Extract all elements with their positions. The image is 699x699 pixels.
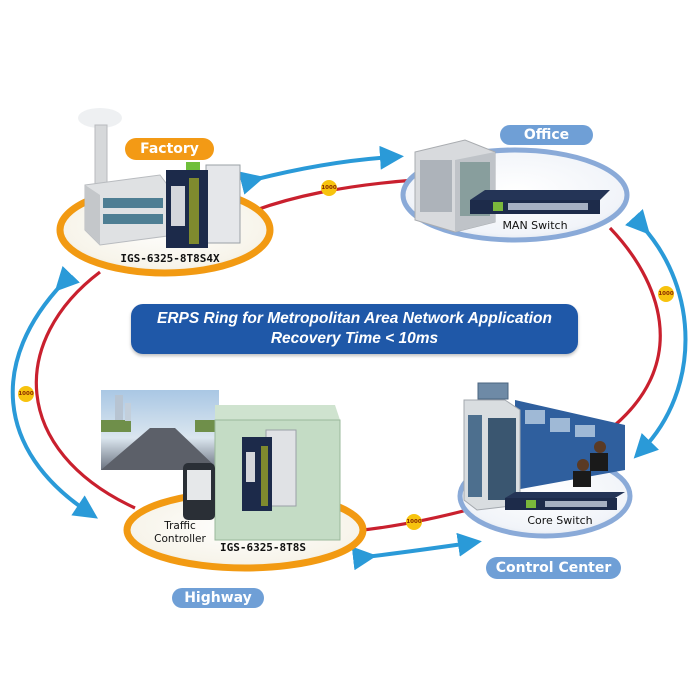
skyscraper-icon bbox=[463, 382, 521, 511]
site-label-highway: Highway bbox=[172, 588, 264, 608]
link-speed-badge-top: 1000 bbox=[321, 180, 337, 196]
arrow-left bbox=[10, 266, 98, 519]
device-label-factory: IGS-6325-8T8S4X bbox=[120, 252, 220, 265]
arrow-top bbox=[238, 145, 404, 195]
office-site bbox=[400, 139, 630, 243]
factory-site bbox=[56, 108, 274, 277]
igs-switch-icon bbox=[242, 429, 297, 511]
redundancy-arrows bbox=[10, 145, 688, 571]
link-speed-badge-bottom: 1000 bbox=[406, 514, 422, 530]
chimney bbox=[94, 124, 108, 186]
traffic-controller-label: Traffic Controller bbox=[145, 520, 215, 546]
control-center-site bbox=[457, 382, 633, 539]
site-label-factory: Factory bbox=[125, 138, 214, 160]
igs-switch-icon bbox=[166, 162, 241, 248]
banner-subtitle: Recovery Time < 10ms bbox=[270, 330, 439, 347]
core-switch-icon bbox=[505, 492, 625, 510]
arrow-right bbox=[625, 209, 688, 459]
man-switch-icon bbox=[470, 190, 610, 214]
factory-building-icon bbox=[84, 174, 176, 246]
device-label-control-center: Core Switch bbox=[527, 514, 593, 527]
highway-site bbox=[101, 390, 367, 572]
highway-photo bbox=[101, 390, 219, 470]
site-label-office: Office bbox=[500, 125, 593, 145]
arrow-bottom bbox=[351, 532, 482, 571]
control-room-icon bbox=[515, 400, 625, 490]
traffic-controller-line1: Traffic bbox=[164, 520, 196, 532]
link-speed-badge-left: 1000 bbox=[18, 386, 34, 402]
site-label-control-center: Control Center bbox=[486, 557, 621, 579]
link-speed-badge-right: 1000 bbox=[658, 286, 674, 302]
ring-link-right bbox=[608, 226, 662, 427]
banner-title: ERPS Ring for Metropolitan Area Network … bbox=[157, 310, 552, 327]
traffic-controller-line2: Controller bbox=[154, 533, 206, 545]
erps-title-banner: ERPS Ring for Metropolitan Area Network … bbox=[131, 304, 578, 354]
device-label-highway: IGS-6325-8T8S bbox=[219, 541, 307, 554]
traffic-controller-icon bbox=[183, 463, 215, 520]
office-building-icon bbox=[414, 139, 496, 233]
device-label-office: MAN Switch bbox=[502, 219, 568, 232]
